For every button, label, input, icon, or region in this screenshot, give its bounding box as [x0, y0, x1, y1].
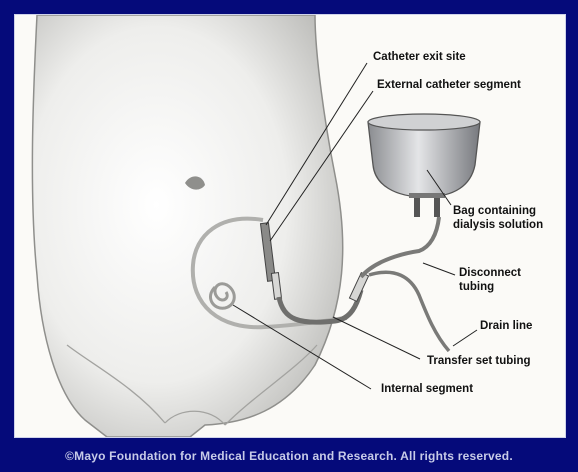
- label-external-catheter-segment: External catheter segment: [377, 79, 521, 92]
- disconnect-tubing: [361, 217, 439, 277]
- torso: [32, 15, 342, 437]
- leader-disconnect: [423, 263, 455, 275]
- dialysis-bag: [368, 122, 480, 197]
- label-disconnect-line1: Disconnect: [459, 267, 521, 280]
- bag-outlet-2: [434, 197, 440, 217]
- label-bag-line1: Bag containing: [453, 205, 536, 218]
- bag-outlet-base: [409, 193, 445, 198]
- label-transfer-set-tubing: Transfer set tubing: [427, 355, 531, 368]
- label-bag-line2: dialysis solution: [453, 219, 543, 232]
- copyright-footer: ©Mayo Foundation for Medical Education a…: [0, 440, 578, 472]
- leader-transfer: [333, 317, 420, 359]
- label-drain-line: Drain line: [480, 320, 532, 333]
- drain-line: [369, 272, 449, 351]
- label-disconnect-line2: tubing: [459, 281, 494, 294]
- illustration-panel: Catheter exit site External catheter seg…: [14, 14, 566, 438]
- leader-drain: [453, 330, 477, 346]
- bag-rim: [368, 114, 480, 130]
- label-internal-segment: Internal segment: [381, 383, 473, 396]
- disconnect-clamp: [349, 273, 368, 302]
- label-catheter-exit-site: Catheter exit site: [373, 51, 466, 64]
- bag-outlet-1: [414, 197, 420, 217]
